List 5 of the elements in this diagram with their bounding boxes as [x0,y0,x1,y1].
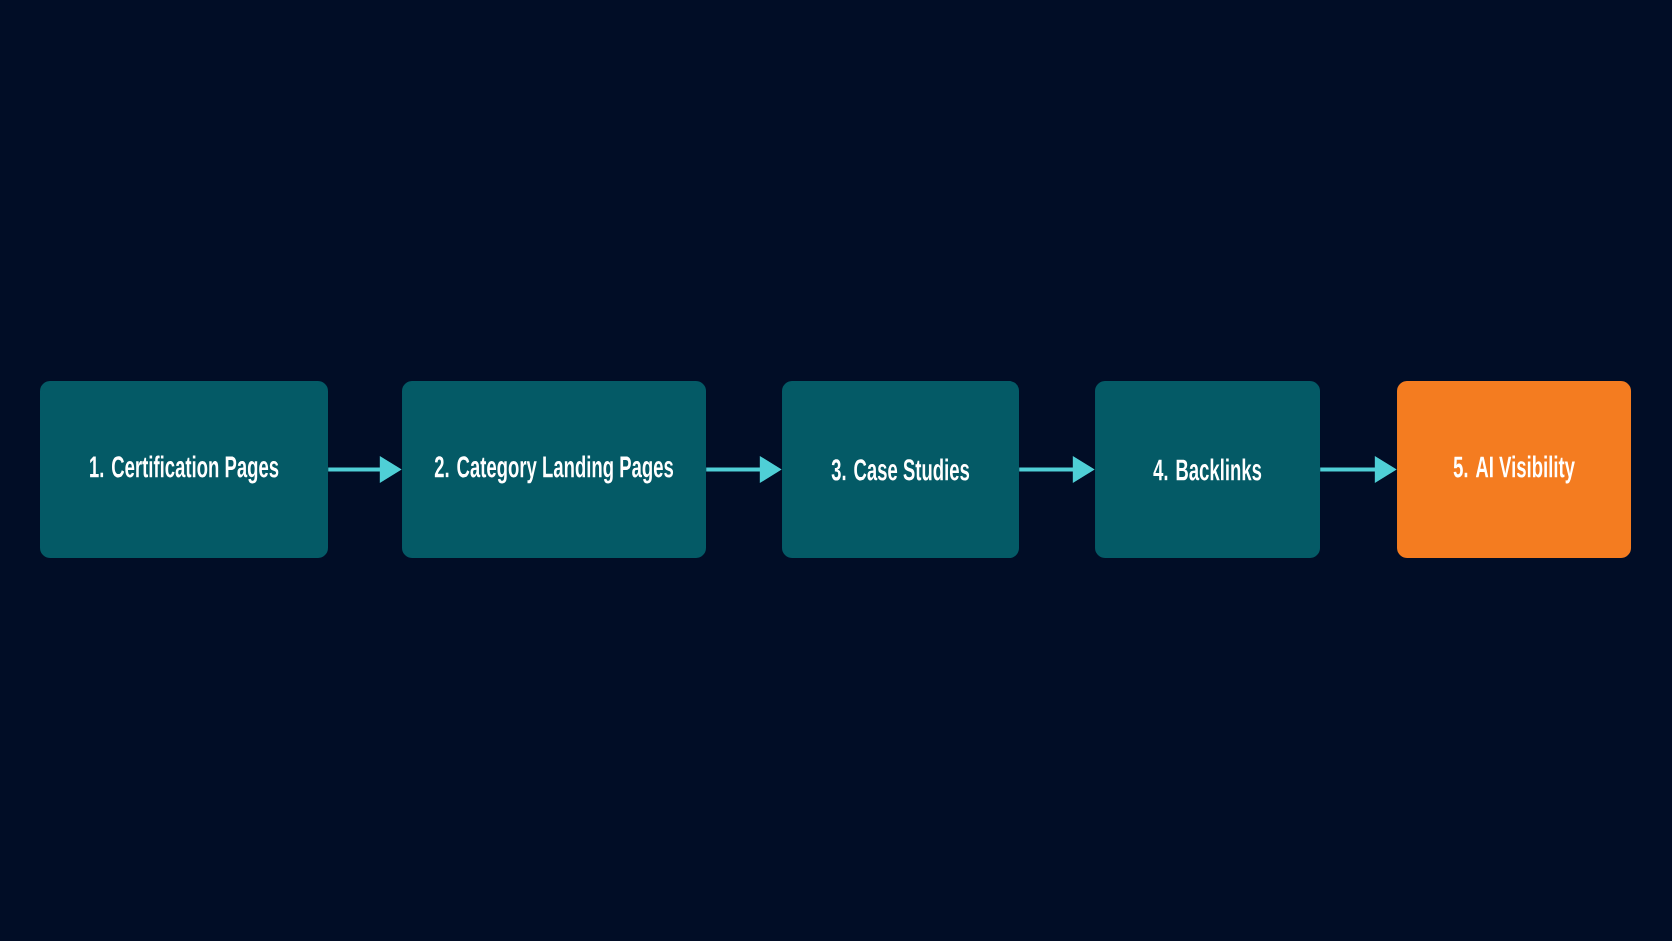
process-box: 4. Backlinks [1095,381,1320,558]
process-box: 5. AI Visibility [1397,381,1631,558]
process-box: 2. Category Landing Pages [402,381,706,558]
process-box: 1. Certification Pages [40,381,328,558]
process-box: 3. Case Studies [782,381,1019,558]
